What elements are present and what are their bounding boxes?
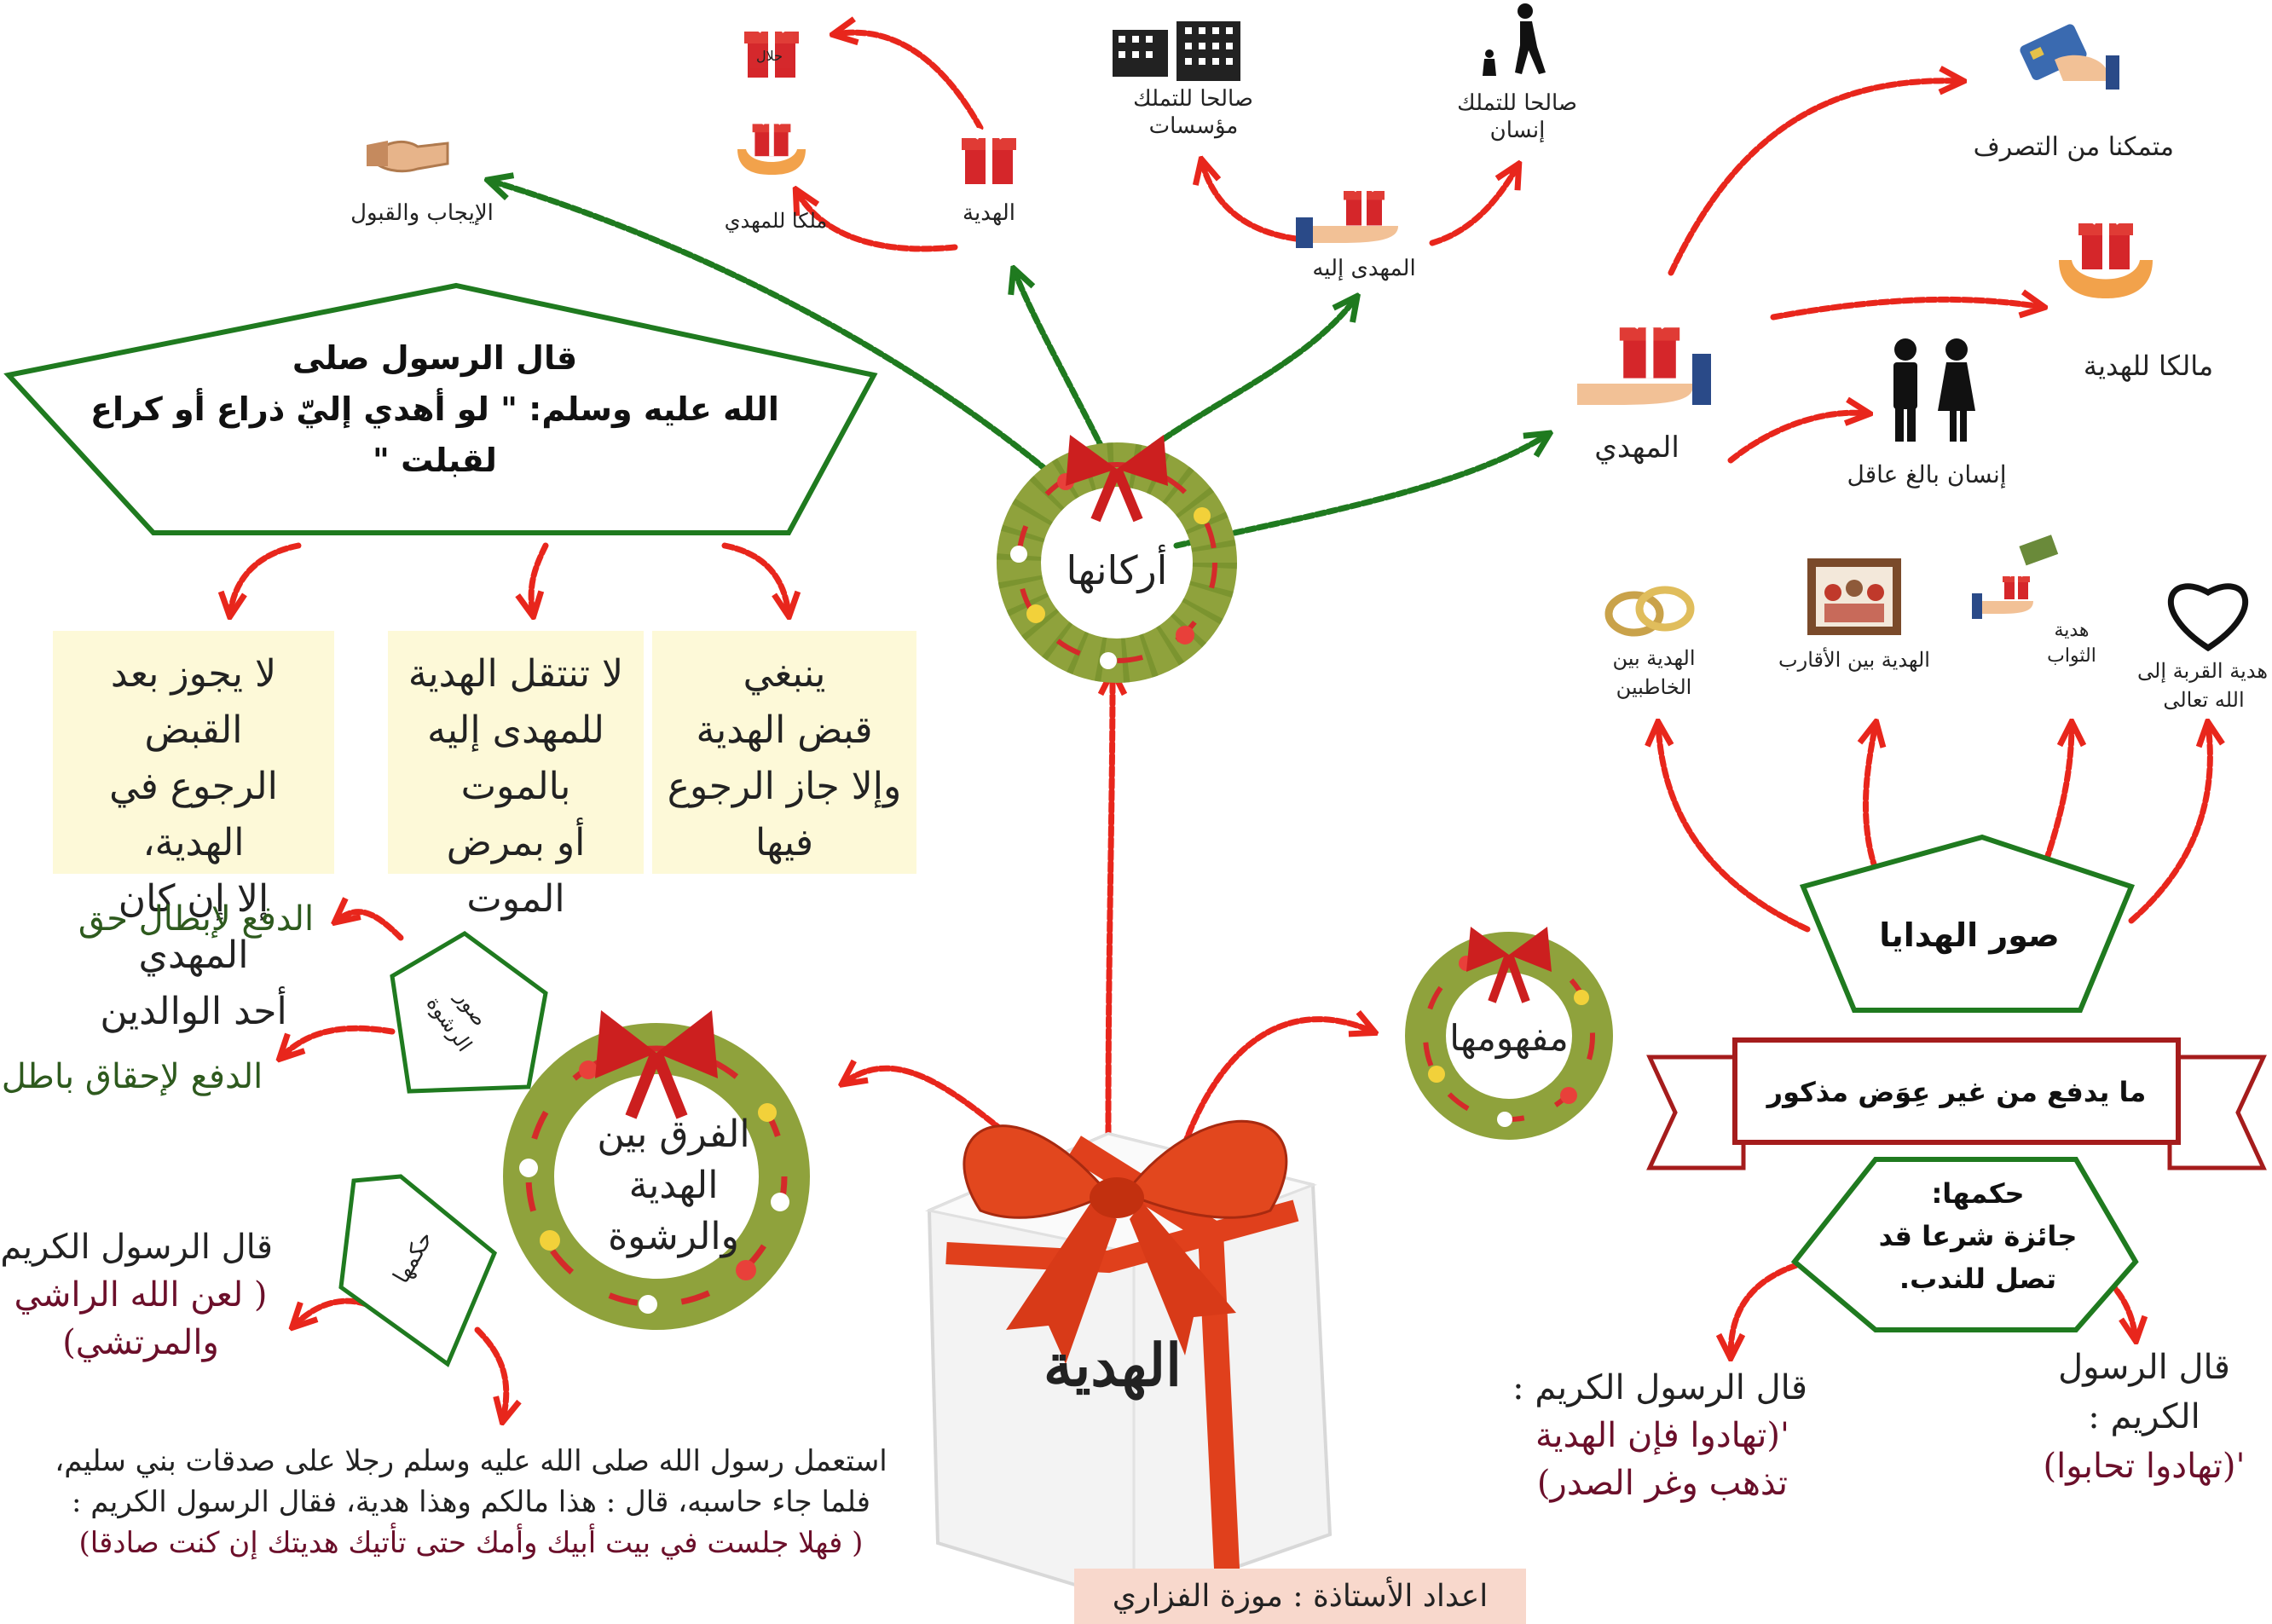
person-walking-icon <box>1483 3 1546 76</box>
arrow-types-to-item4 <box>1658 725 1811 933</box>
arrow-forms-to-form1 <box>337 912 404 941</box>
arrow-center-to-concept <box>1173 1020 1373 1171</box>
wreath-difference-line2: الهدية <box>629 1164 719 1207</box>
hands-gift-icon-owner <box>2059 212 2153 298</box>
credit-box <box>1074 1569 1526 1624</box>
wreath-concept-label: مفهومها <box>1449 1017 1568 1060</box>
arrow-ruling-to-hadith-left <box>1731 1258 1811 1355</box>
arrow-pillars-to-giver <box>1173 435 1547 549</box>
hand-gift-money-icon <box>1972 535 2059 619</box>
center-title: الهدية <box>1044 1332 1182 1401</box>
arrow-types-to-item1 <box>2128 725 2210 924</box>
rings-icon <box>1604 586 1695 637</box>
bribery-forms-pentagon <box>390 931 548 1094</box>
hand-card-icon <box>2020 24 2119 90</box>
wreath-concept <box>1405 927 1613 1140</box>
wreath-pillars-label: أركانها <box>1067 545 1168 594</box>
giver-label: المهدي <box>1594 431 1679 465</box>
arrow-recipient-to-institutions <box>1202 162 1299 242</box>
arrow-hadith-to-rule1 <box>721 542 789 614</box>
halal-label: حلال <box>755 48 783 64</box>
arrow-gift-to-halal <box>835 32 984 131</box>
hands-gift-icon-owned <box>737 116 806 175</box>
adult-label: إنسان بالغ عاقل <box>1847 460 2007 488</box>
heart-icon <box>2167 583 2249 652</box>
hadith-pentagon <box>3 282 878 535</box>
arrow-hadith-to-rule3 <box>230 542 302 614</box>
bribery-story: استعمل رسول الله صلى الله عليه وسلم رجلا… <box>55 1444 887 1560</box>
gift-icon-pillar <box>960 127 1018 186</box>
arrow-giver-to-adult <box>1727 413 1867 464</box>
bribery-form-1: الدفع لإبطال حق <box>78 899 315 939</box>
arrow-types-to-item2 <box>2043 725 2072 864</box>
wreath-difference <box>503 1010 810 1330</box>
family-photo-icon <box>1807 558 1901 635</box>
buildings-icon <box>1113 21 1240 81</box>
type-item-3: الهدية بين الأقارب <box>1778 648 1930 672</box>
arrow-center-to-pillars <box>1108 673 1113 1137</box>
wreath-difference-line3: والرشوة <box>608 1215 739 1258</box>
center-gift-box <box>925 1119 1333 1605</box>
ruling-hexagon <box>1790 1157 2139 1332</box>
concept-hadith-right: قال الرسول الكريم : '(تهادوا تحابوا) <box>2043 1348 2246 1486</box>
owner-label: مالكا للهدية <box>2083 350 2214 382</box>
arrow-types-to-item3 <box>1865 725 1876 873</box>
arrow-gift-to-owned <box>797 192 958 252</box>
bribery-form-2: الدفع لإحقاق باطل <box>1 1057 263 1096</box>
arrow-recipient-to-human <box>1429 166 1518 246</box>
arrow-pillars-to-recipient <box>1130 298 1356 464</box>
arrow-giver-to-owner <box>1770 299 2042 321</box>
gift-label: الهدية <box>963 200 1015 226</box>
handshake-icon <box>367 140 449 173</box>
bribery-ruling-pentagon <box>338 1174 498 1367</box>
definition-banner <box>1646 1037 2267 1170</box>
owned-label: ملكا للمهدي <box>724 209 828 233</box>
offer-acceptance-label: الإيجاب والقبول <box>350 200 494 226</box>
arrow-hadith-to-rule2 <box>531 542 549 614</box>
capable-label: متمكنا من التصرف <box>1973 132 2174 162</box>
recipient-label: المهدى إليه <box>1312 256 1416 281</box>
types-title: صور الهدايا <box>1879 916 2060 954</box>
concept-hadith-left: قال الرسول الكريم : '(تهادوا فإن الهدية … <box>1512 1368 1807 1503</box>
definition-text: ما يدفع من غير عِوَض مذكور <box>1766 1076 2147 1108</box>
arrow-giver-to-capable <box>1668 81 1961 276</box>
credit-text: اعداد الأستاذة : موزة الفزاري <box>1112 1579 1489 1614</box>
arrow-ruling-to-story <box>474 1326 506 1419</box>
wreath-pillars <box>997 435 1237 683</box>
types-pentagon <box>1799 834 2136 1013</box>
arrow-ruling-to-hadith <box>294 1297 370 1326</box>
hand-gift-icon-giver <box>1577 318 1711 405</box>
arrow-pillars-to-gift <box>1015 271 1112 464</box>
hand-gift-icon-recipient <box>1296 182 1398 248</box>
man-woman-icon <box>1893 338 1975 442</box>
wreath-difference-line1: الفرق بين <box>597 1113 749 1156</box>
bribery-hadith: قال الرسول الكريم : ( لعن الله الراشي وا… <box>0 1228 273 1362</box>
arrow-pillars-to-offer <box>490 181 1069 489</box>
connector-arrows <box>230 32 2210 1419</box>
arrow-forms-to-form2 <box>281 1025 396 1057</box>
